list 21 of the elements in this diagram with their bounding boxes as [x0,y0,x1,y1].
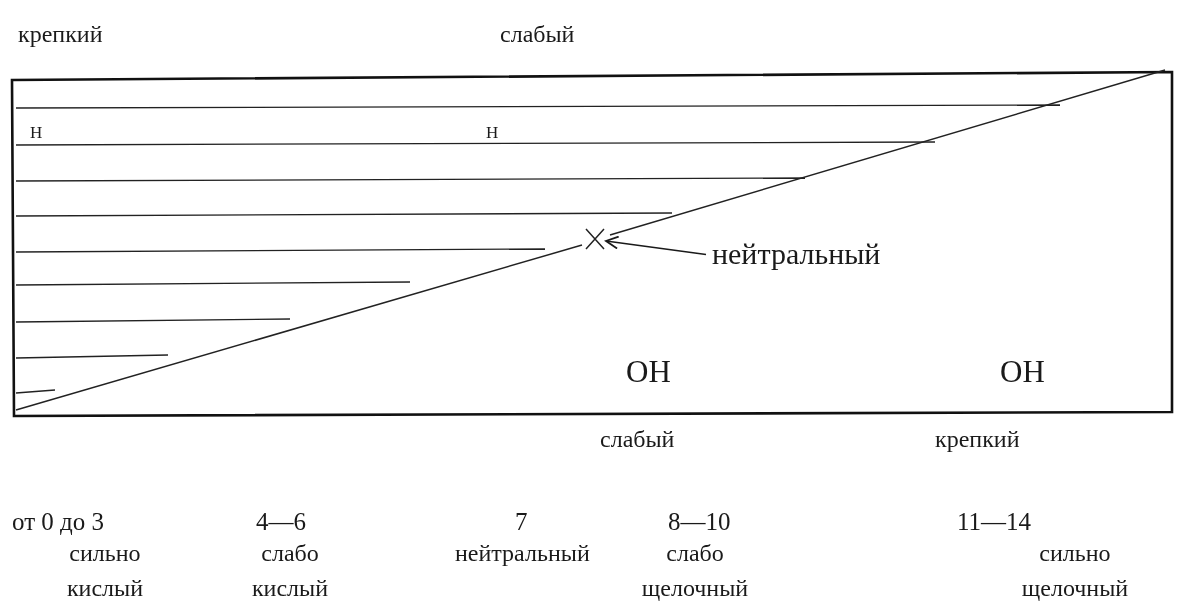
ion-label: H [486,122,499,144]
ion-label: OH [1000,354,1045,389]
neutral-point-mark [585,228,605,250]
ion-label: H [30,122,43,144]
ph-range: 8—10 [668,507,731,537]
strength-label: слабый [600,425,675,454]
ph-description: нейтральный [455,539,590,568]
strength-label: слабый [500,20,575,49]
ph-range: 4—6 [256,507,306,537]
neutral-point-label: нейтральный [712,236,881,271]
arrow [605,235,707,256]
ph-description: слабо щелочный [640,539,750,603]
ph-range: от 0 до 3 [12,507,105,537]
strength-label: крепкий [935,425,1020,454]
ion-label: OH [626,354,671,389]
ph-description: сильно кислый [65,539,145,603]
ph-range: 11—14 [957,507,1032,537]
ph-description: слабо кислый [250,539,330,603]
ph-description: сильно щелочный [1020,539,1130,603]
strength-label: крепкий [18,20,103,49]
ph-range: 7 [515,507,528,537]
